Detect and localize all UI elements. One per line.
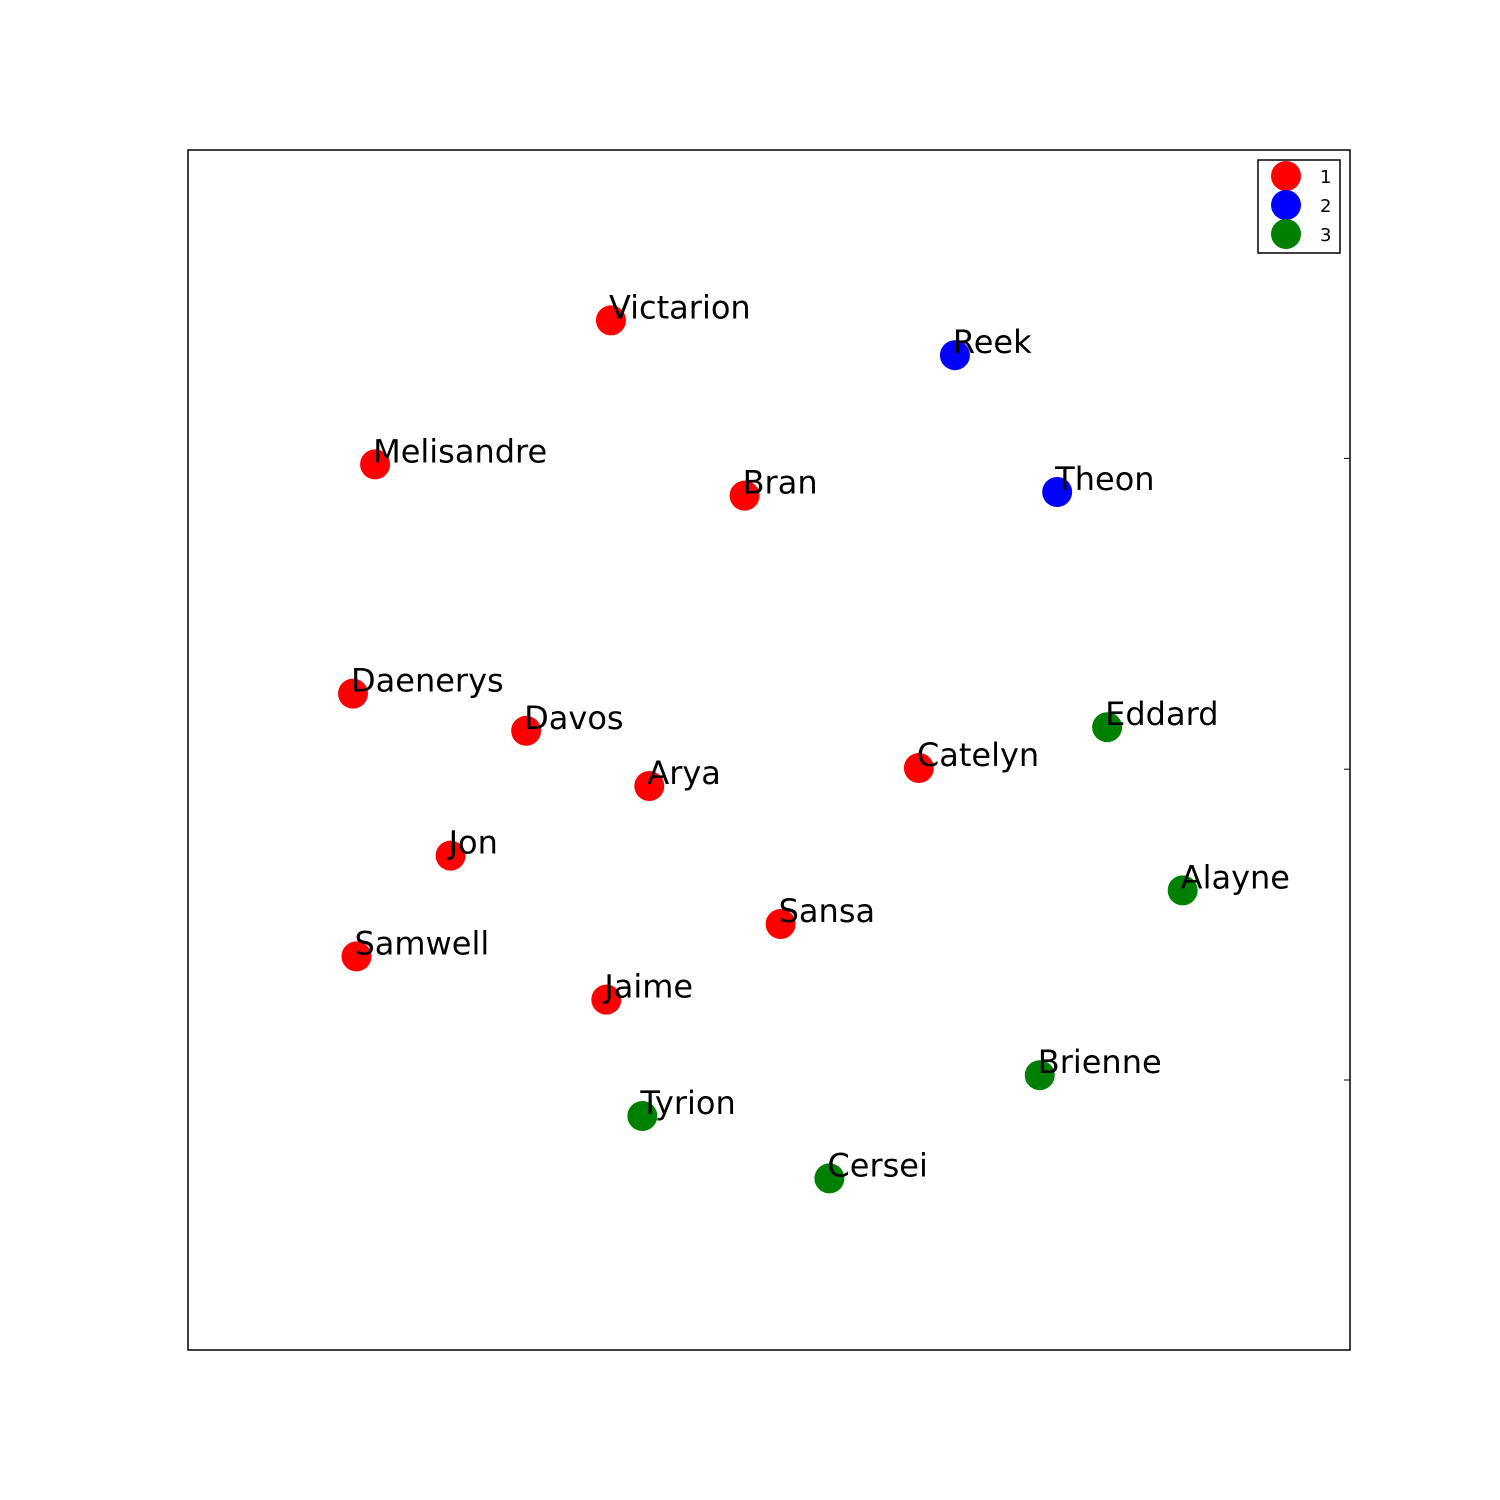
legend: 1 2 3 <box>1257 159 1341 254</box>
data-point <box>1024 1060 1055 1091</box>
point-label: Alayne <box>1181 858 1290 896</box>
point-label: Tyrion <box>639 1084 735 1122</box>
data-point <box>1167 875 1198 906</box>
data-point <box>1092 712 1123 743</box>
point-label: Eddard <box>1105 695 1218 733</box>
plot-area <box>187 149 1351 1351</box>
point-label: Brienne <box>1038 1043 1162 1081</box>
data-point <box>814 1163 845 1194</box>
data-point <box>729 480 760 511</box>
data-point <box>627 1101 658 1131</box>
data-point <box>1042 477 1073 507</box>
point-label: Cersei <box>827 1146 927 1184</box>
point-label: Jon <box>447 824 498 862</box>
point-label: Arya <box>647 754 721 792</box>
data-point <box>634 771 665 801</box>
data-point <box>903 753 934 783</box>
data-point <box>435 840 466 871</box>
legend-label: 1 <box>1320 167 1331 188</box>
point-label: Catelyn <box>917 736 1039 774</box>
point-label: Victarion <box>609 288 751 326</box>
data-point <box>511 715 542 746</box>
data-point <box>338 678 369 709</box>
data-point <box>360 449 391 480</box>
point-label: Samwell <box>354 924 489 962</box>
legend-label: 3 <box>1320 225 1331 246</box>
data-point <box>595 305 626 336</box>
point-label: Daenerys <box>351 662 504 700</box>
point-label: Sansa <box>779 892 875 930</box>
legend-label: 2 <box>1320 196 1331 217</box>
data-point <box>591 984 622 1015</box>
point-label: Reek <box>953 323 1032 361</box>
legend-marker <box>1271 219 1301 249</box>
legend-marker <box>1271 190 1301 220</box>
legend-marker <box>1271 161 1301 191</box>
point-label: Melisandre <box>373 432 547 470</box>
data-point <box>939 340 970 371</box>
point-label: Davos <box>524 699 623 737</box>
data-points <box>338 305 1198 1194</box>
data-point <box>765 909 796 939</box>
point-label: Bran <box>743 464 818 502</box>
point-label: Jaime <box>602 968 693 1006</box>
point-label: Theon <box>1054 460 1154 498</box>
data-point <box>341 941 372 972</box>
y-axis-ticks <box>1344 457 1350 1081</box>
